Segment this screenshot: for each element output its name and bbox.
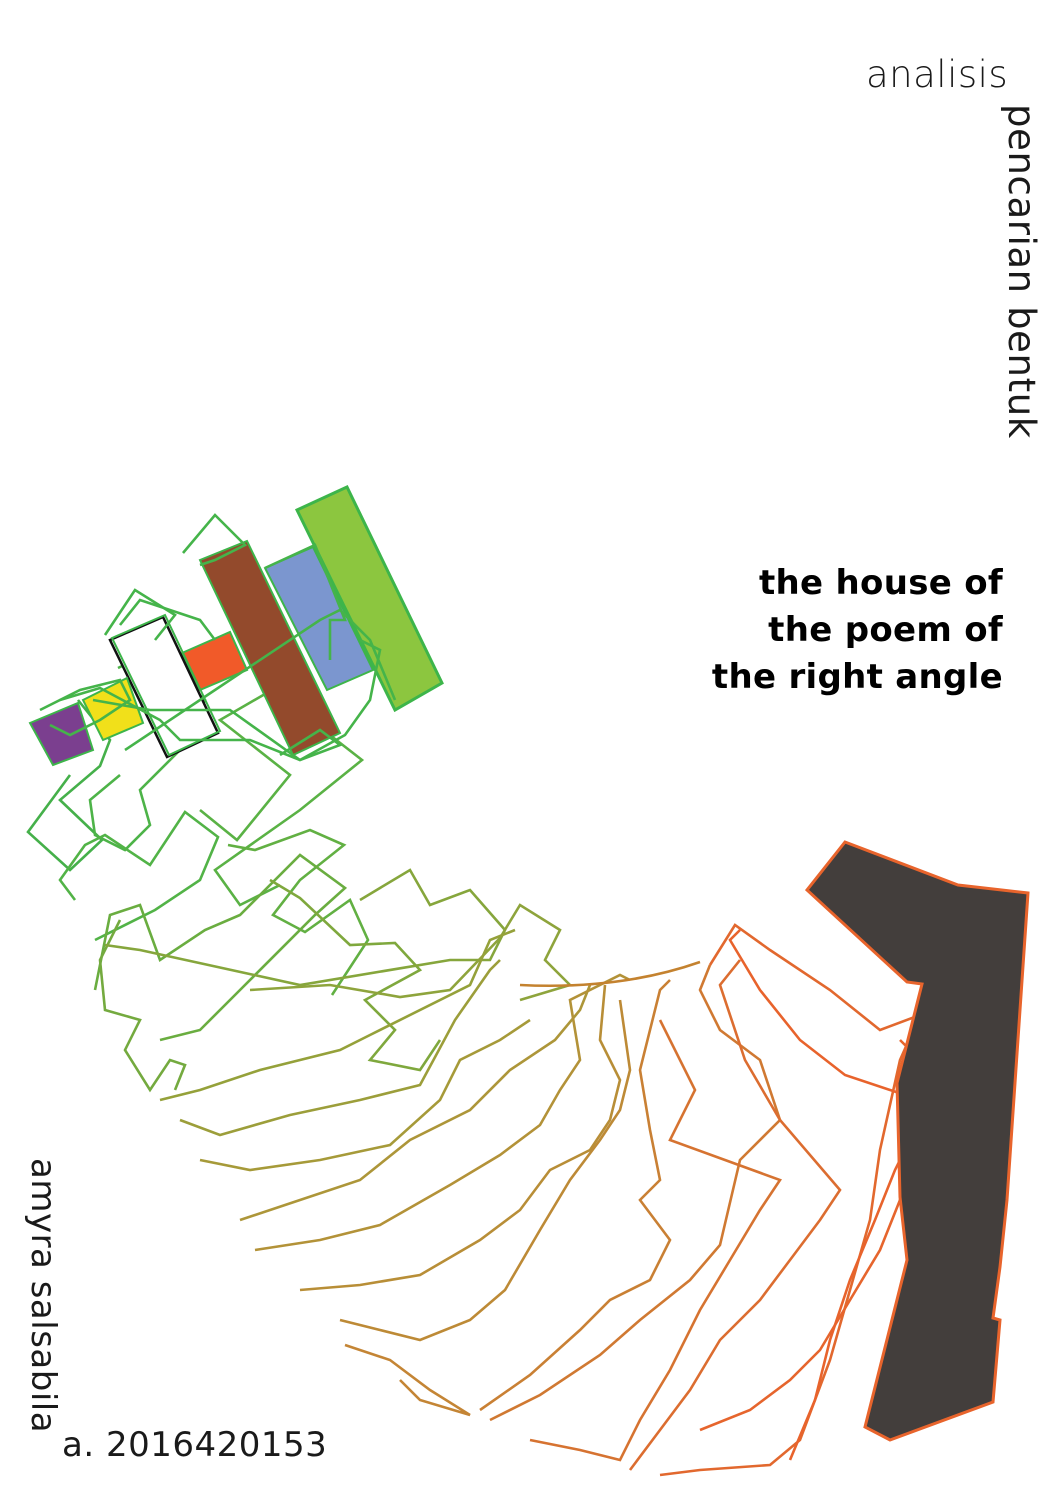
title-line-1: the house of bbox=[758, 563, 1003, 603]
student-id: a. 2016420153 bbox=[62, 1425, 328, 1465]
title-line-3: the right angle bbox=[711, 657, 1003, 697]
label-pencarian-bentuk: pencarian bentuk bbox=[1000, 104, 1043, 439]
page-title: the house of the poem of the right angle bbox=[712, 560, 1003, 701]
block-purple bbox=[28, 701, 95, 767]
block-brown bbox=[198, 539, 342, 757]
title-line-2: the poem of bbox=[768, 610, 1003, 650]
block-lime bbox=[294, 485, 444, 713]
label-analisis: analisis bbox=[866, 53, 1009, 96]
block-dark bbox=[804, 840, 1030, 1442]
outline-fan bbox=[26, 648, 923, 1477]
author-name: amyra salsabila bbox=[23, 1158, 63, 1434]
block-outlines bbox=[39, 513, 397, 762]
